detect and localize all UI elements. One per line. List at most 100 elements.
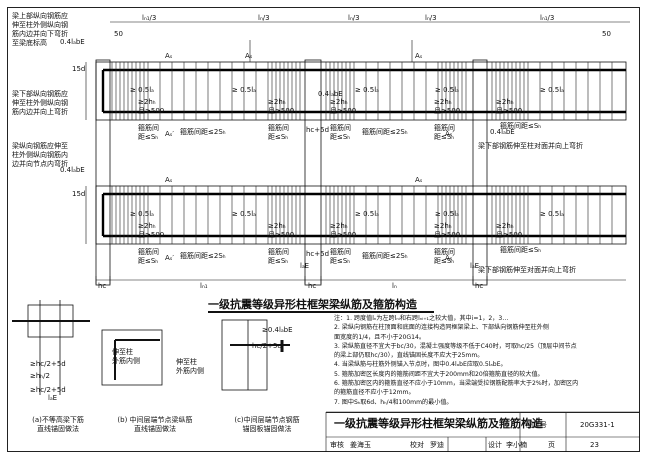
dim-lae-top: 0.4lₐbE — [60, 38, 85, 46]
dim-15d-b: 15d — [72, 190, 86, 198]
upper-beam — [95, 61, 627, 121]
main-title: 一级抗震等级异形柱框架梁纵筋及箍筋构造 — [208, 298, 417, 311]
half-ls-8: ≥ 0.5lₐ — [355, 210, 379, 218]
atlas-number: 20G331-1 — [580, 421, 615, 429]
right-note-lower: 梁下部钢筋伸至对面并向上弯折 — [478, 266, 576, 274]
half-ls-2: ≥ 0.5lₐ — [232, 86, 256, 94]
note-line: 的梁上部仍取hᴄ/30），直线锚固长度不应大于25mm。 — [334, 352, 484, 360]
zone-sparse-upper-2: 箍筋间距≤2Sₕ — [362, 128, 408, 136]
zone-sparse-upper-1: 箍筋间距≤2Sₕ — [180, 128, 226, 136]
half-ls-10: ≥ 0.5lₐ — [540, 210, 564, 218]
note-line: 面宽度的1/4，且不小于20G14。 — [334, 333, 425, 341]
dim-lae-mid: 0.4lₐbE — [318, 90, 343, 98]
page-label: 页 — [548, 441, 555, 449]
detail-caption-c: (c)中间层端节点钢筋锚固板锚固做法 — [234, 416, 300, 433]
check-label: 校对 — [410, 441, 424, 449]
dim-ln-3-a: lₙ/3 — [258, 14, 270, 22]
detail-c-lae: ≥0.4lₐbE — [262, 326, 293, 334]
as2-label-1: Aₛ′ — [165, 130, 174, 138]
note-line: 的箍筋直径不应小于12mm。 — [334, 389, 415, 397]
detail-c-half: hᴄ/2+5d — [252, 342, 282, 350]
note-line: 5. 箍筋加密区长度内的箍筋间距不宜大于200mm和20倍箍筋直径的较大值。 — [334, 370, 544, 378]
dim-plus5d-upper: hᴄ+5d — [306, 126, 330, 134]
zone-sparse-lower-1: 箍筋间距≤2Sₕ — [180, 252, 226, 260]
detail-a-dim3: ≥hᴄ/2+5d — [30, 386, 66, 394]
as2-label-4: Aₛ′ — [445, 254, 454, 262]
lower-beam — [95, 185, 627, 245]
dim-hc-b: hᴄ — [308, 282, 317, 290]
detail-a-dim1: ≥hᴄ/2+5d — [30, 360, 66, 368]
right-column — [472, 59, 488, 286]
zone-dense-spacing-upper-1: 箍筋间距≤Sₕ — [138, 124, 159, 141]
dim-lae-right: 0.4lₐbE — [490, 128, 515, 136]
dim-ln-3-b: lₙ/3 — [348, 14, 360, 22]
detail-drawings — [12, 300, 290, 395]
as2-label-2: Aₛ′ — [445, 130, 454, 138]
title-block: 一级抗震等级异形柱框架梁纵筋及箍筋构造 图集号 20G331-1 审核 姜海玉 … — [326, 412, 640, 452]
dim-fifty-a: 50 — [114, 30, 123, 38]
detail-caption-a: (a)不等高梁下筋直线锚固做法 — [32, 416, 84, 433]
stirrup-hatching — [111, 62, 613, 120]
zone-right-lower: 箍筋间距≤Sₕ — [500, 246, 542, 254]
half-ls-3: ≥ 0.5lₐ — [355, 86, 379, 94]
note-line: 2. 梁纵向钢筋在柱顶面和底面的连接构造同框架梁上、下部纵向钢筋伸至柱外侧 — [334, 324, 549, 332]
zone-right-upper: 箍筋间距≤Sₕ — [500, 122, 542, 130]
dim-plus5d-lower: hᴄ+5d — [306, 250, 330, 258]
middle-column — [304, 59, 322, 286]
detail-b-note: 伸至柱外筋内侧 — [112, 348, 140, 365]
designer-name: 李小楠 — [506, 441, 527, 449]
half-ls-1: ≥ 0.5lₐ — [130, 86, 154, 94]
zone-dense-spacing-upper-4: 箍筋间距≤Sₕ — [434, 124, 455, 141]
zone-dense-spacing-lower-1: 箍筋间距≤Sₕ — [138, 248, 159, 265]
zone-dense-spacing-upper-2: 箍筋间距≤Sₕ — [268, 124, 289, 141]
design-label: 设计 — [488, 441, 502, 449]
checker-name: 罗迪 — [430, 441, 444, 449]
zone-dense-spacing-lower-3: 箍筋间距≤Sₕ — [330, 248, 351, 265]
as-label-1: Aₛ — [165, 52, 173, 60]
page-number: 23 — [590, 441, 599, 449]
review-label: 审核 — [330, 441, 344, 449]
half-ls-4: ≥ 0.5lₐ — [435, 86, 459, 94]
dim-ln1: lₙ₁ — [200, 282, 208, 290]
note-line: 注：1. 跨度值lₙ为左跨lₙᵢ和右跨lₙᵢ₊₁之较大值，其中i=1，2，3… — [334, 315, 509, 322]
note-line: 3. 梁纵筋直径不宜大于bᴄ/30，混凝土强度等级不低于C40时，可取hᴄ/25… — [334, 342, 577, 350]
detail-a-dim2: ≥hₕ/2 — [30, 372, 50, 380]
dim-ln: lₙ — [392, 282, 397, 290]
dim-hc-a: hᴄ — [98, 282, 107, 290]
as-label-4: Aₛ — [165, 176, 173, 184]
notes: 注：1. 跨度值lₙ为左跨lₙᵢ和右跨lₙᵢ₊₁之较大值，其中i=1，2，3… … — [334, 314, 636, 407]
title-block-title: 一级抗震等级异形柱框架梁纵筋及箍筋构造 — [334, 417, 543, 430]
half-ls-7: ≥ 0.5lₐ — [232, 210, 256, 218]
dim-ln1-3: lₙ₁/3 — [142, 14, 157, 22]
dim-fifty-b: 50 — [602, 30, 611, 38]
note-line: 7. 图中Sₕ取6d、hₕ/4和100mm的最小值。 — [334, 398, 453, 406]
note-line: 4. 当梁纵筋与柱筋外侧锚入节点时，图中0.4lₐbE应取0.5lₐbE。 — [334, 361, 507, 369]
zone-sparse-lower-2: 箍筋间距≤2Sₕ — [362, 252, 408, 260]
side-note-top: 梁上部纵向钢筋应伸至柱外侧纵向钢 筋内边并向下弯折至梁底标高 — [12, 12, 68, 47]
half-ls-6: ≥ 0.5lₐ — [130, 210, 154, 218]
half-ls-5: ≥ 0.5lₐ — [540, 86, 564, 94]
drawing-frame — [7, 7, 640, 452]
detail-c-note: 伸至柱外筋内侧 — [176, 358, 204, 375]
dim-hc-c: hᴄ — [475, 282, 484, 290]
side-note-middle: 梁下部纵向钢筋应伸至柱外侧纵向钢 筋内边并向上弯折 — [12, 90, 68, 116]
dim-lae-lower: 0.4lₐbE — [60, 166, 85, 174]
reviewer-name: 姜海玉 — [350, 441, 371, 449]
note-line: 6. 箍筋加密区内的箍筋直径不应小于10mm，当梁端受拉钢筋配筋率大于2%时，加… — [334, 380, 579, 388]
as-label-3: Aₛ — [415, 52, 423, 60]
zone-dense-spacing-lower-4: 箍筋间距≤Sₕ — [434, 248, 455, 265]
detail-caption-b: (b) 中间层端节点梁纵筋直线锚固做法 — [117, 416, 193, 433]
detail-a-lae: lₐE — [48, 394, 58, 402]
left-column — [95, 59, 111, 286]
dim-lae-short-b: lₐE — [470, 262, 480, 270]
dimension-lines — [85, 21, 630, 284]
